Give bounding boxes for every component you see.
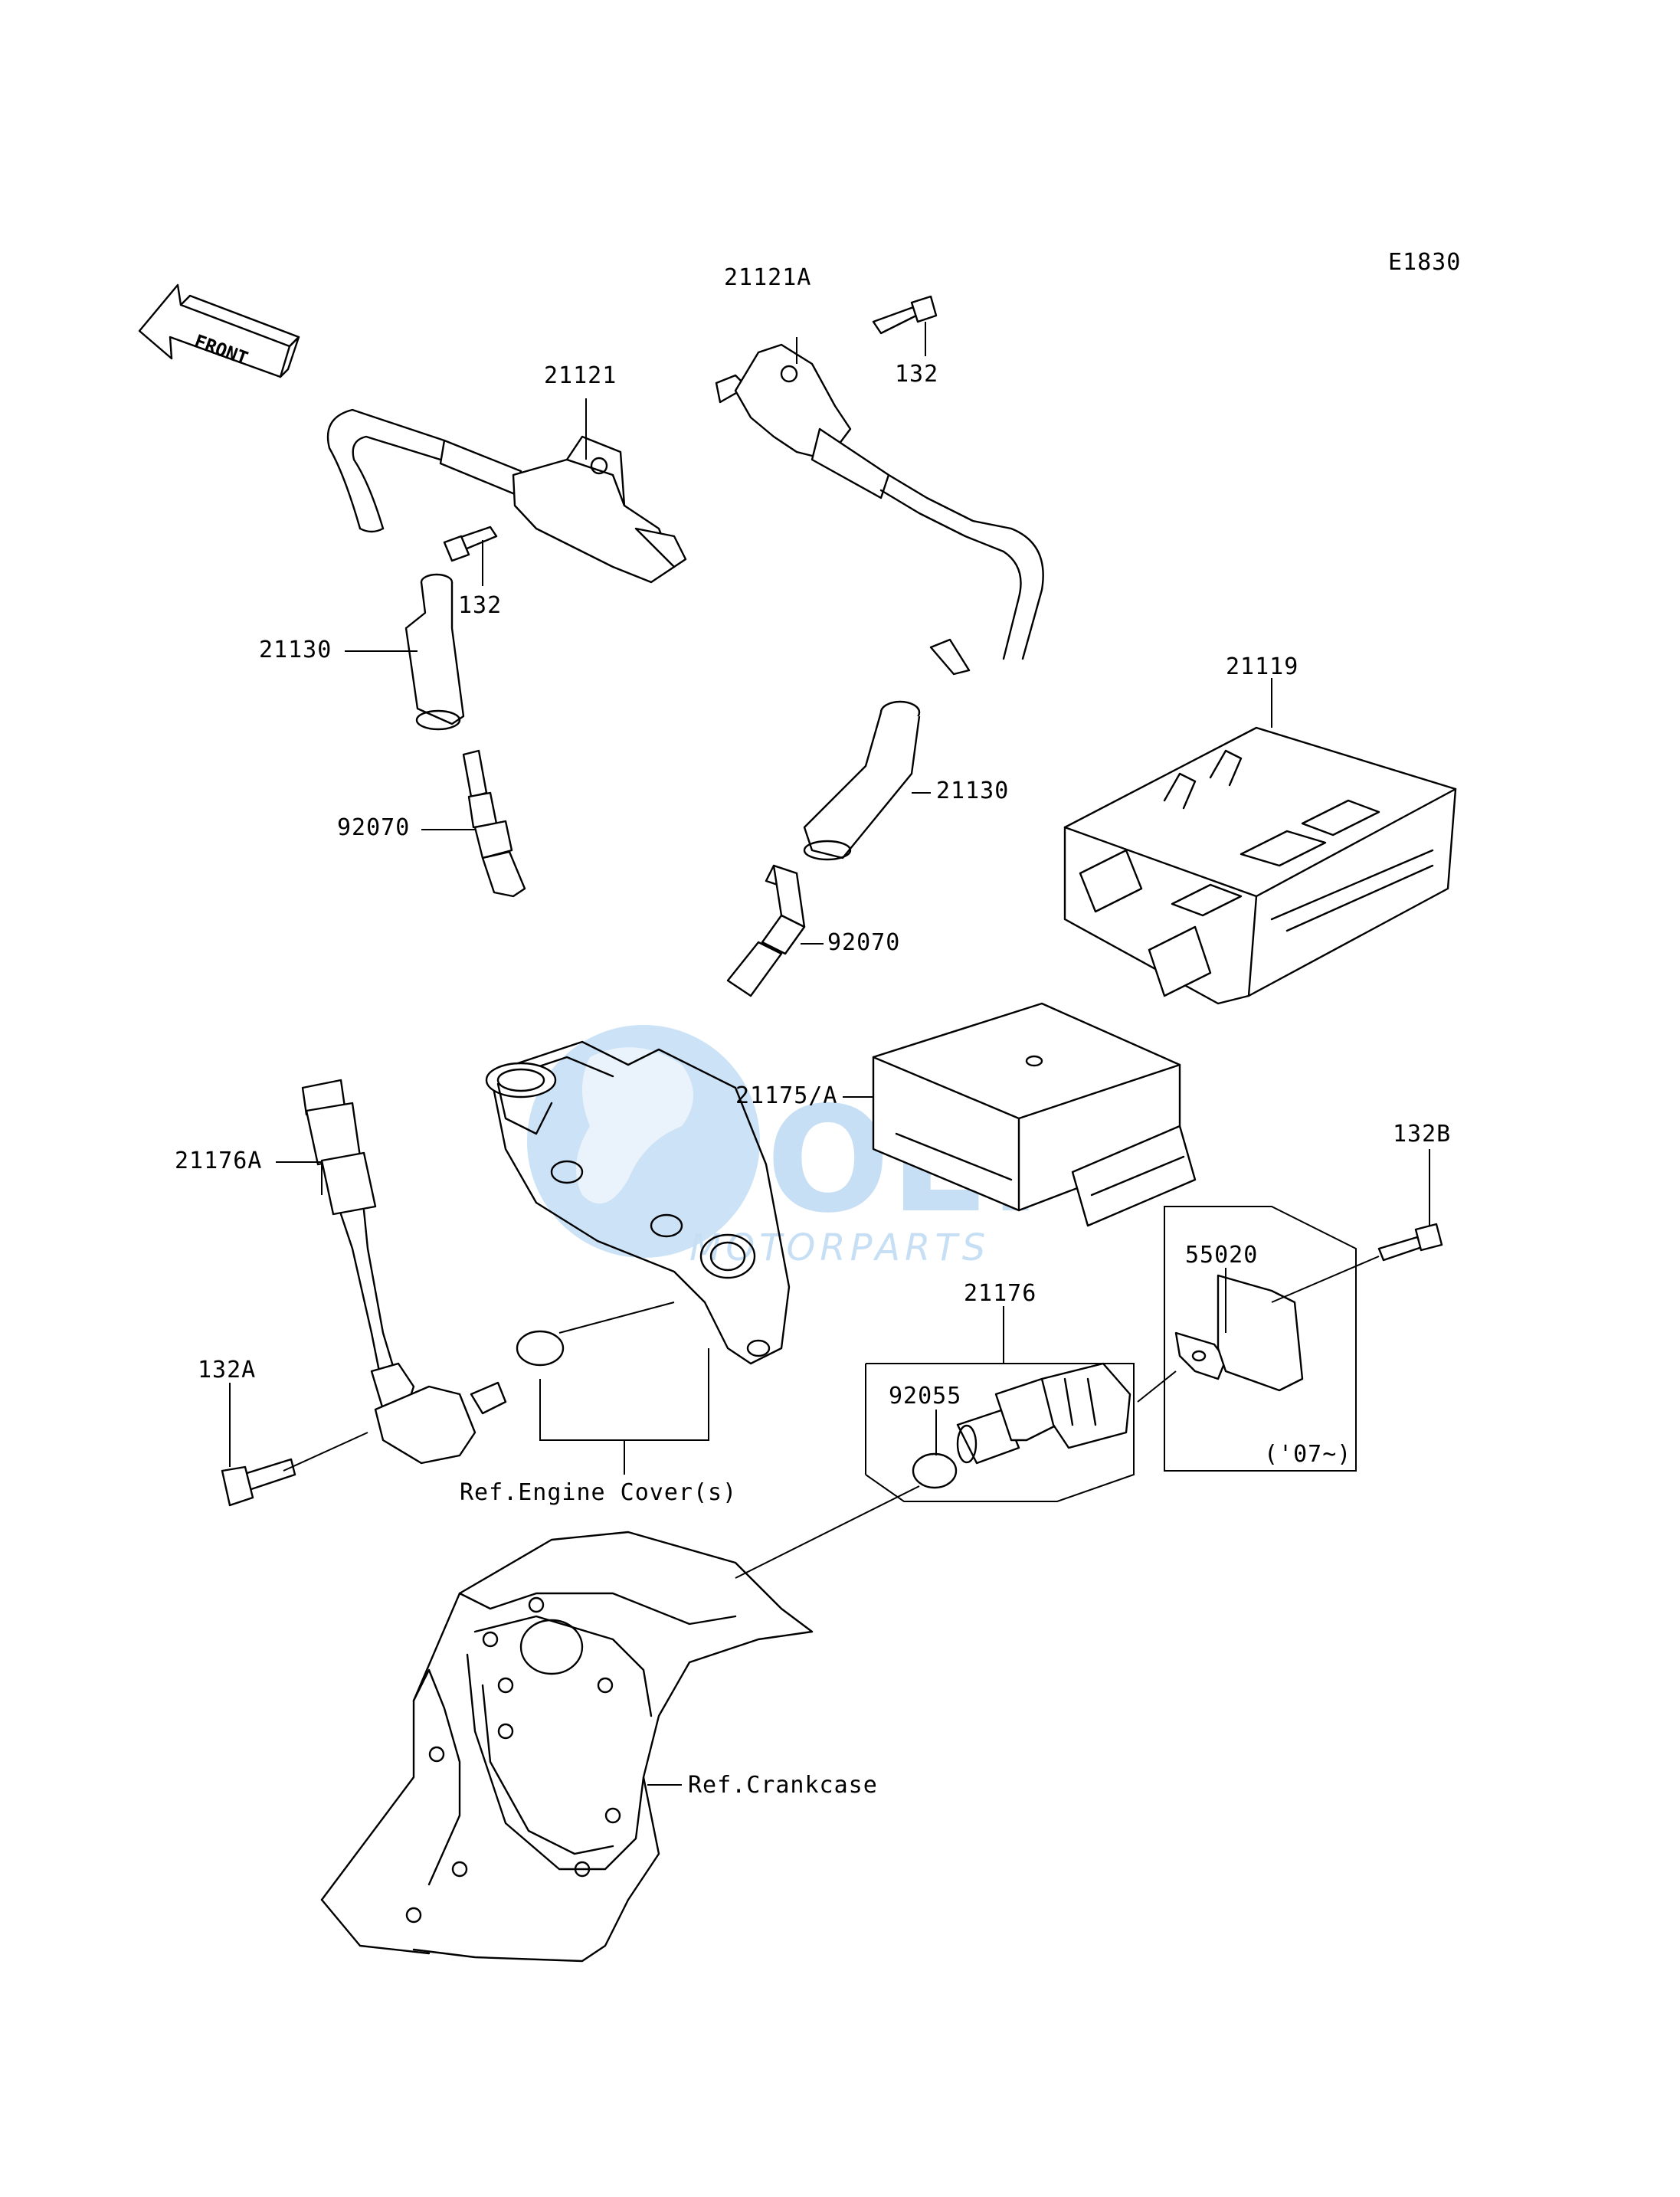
- label-21130-left: 21130: [259, 637, 332, 663]
- front-arrow-icon: FRONT: [138, 283, 300, 378]
- bolt-132B: [1377, 1223, 1443, 1262]
- bolt-132A-leader: [283, 1432, 368, 1472]
- label-132A: 132A: [198, 1357, 256, 1383]
- o-ring-cover: [516, 1330, 565, 1367]
- label-132-left: 132: [458, 592, 502, 619]
- ignition-coil-right: [715, 343, 1044, 676]
- bolt-132A: [221, 1458, 296, 1507]
- label-132B: 132B: [1393, 1121, 1451, 1148]
- label-55020: 55020: [1185, 1242, 1258, 1269]
- bolt-132-right: [872, 295, 938, 335]
- label-21175A: 21175/A: [735, 1082, 837, 1109]
- spark-plug-left: [462, 749, 526, 898]
- label-92070-left: 92070: [337, 814, 410, 841]
- pickup-sensor-21176A: [301, 1079, 507, 1465]
- label-21130-right: 21130: [936, 778, 1009, 804]
- sensor-to-crankcase-leader: [735, 1485, 920, 1579]
- ignition-coil-left: [326, 408, 687, 584]
- label-21121: 21121: [544, 362, 617, 389]
- label-132-right: 132: [895, 361, 938, 388]
- cdi-unit: [872, 1002, 1197, 1227]
- engine-cover-ref: [485, 1040, 791, 1365]
- label-ref-crankcase: Ref.Crankcase: [688, 1772, 878, 1799]
- plug-cap-right: [803, 700, 921, 861]
- group-55020-frame: [1164, 1206, 1357, 1472]
- label-ref-engine-cover: Ref.Engine Cover(s): [460, 1479, 737, 1506]
- spark-plug-right: [726, 864, 806, 997]
- o-ring-leader: [558, 1302, 675, 1334]
- watermark-sub: MOTORPARTS: [689, 1226, 990, 1269]
- label-year-note: ('07~): [1264, 1441, 1351, 1468]
- sensor-to-bracket-leader: [1137, 1370, 1177, 1403]
- label-92070-right: 92070: [827, 929, 900, 956]
- diagram-code: E1830: [1388, 249, 1461, 276]
- engine-cover-bracket: [539, 1348, 709, 1441]
- label-92055: 92055: [889, 1383, 961, 1410]
- ecu-unit: [1063, 726, 1457, 1005]
- bolt-132B-to-bracket: [1271, 1256, 1380, 1303]
- label-21121A: 21121A: [724, 264, 811, 291]
- bracket-55020: [1174, 1274, 1304, 1392]
- label-21176A: 21176A: [175, 1148, 262, 1174]
- crank-sensor-21176: [912, 1362, 1131, 1489]
- label-21176: 21176: [964, 1280, 1036, 1307]
- bolt-132-left: [443, 526, 498, 562]
- crankcase-ref: [320, 1531, 814, 1963]
- plug-cap-left: [404, 573, 465, 731]
- label-21119: 21119: [1226, 653, 1298, 680]
- sensor-21176A-leader: [276, 1161, 323, 1195]
